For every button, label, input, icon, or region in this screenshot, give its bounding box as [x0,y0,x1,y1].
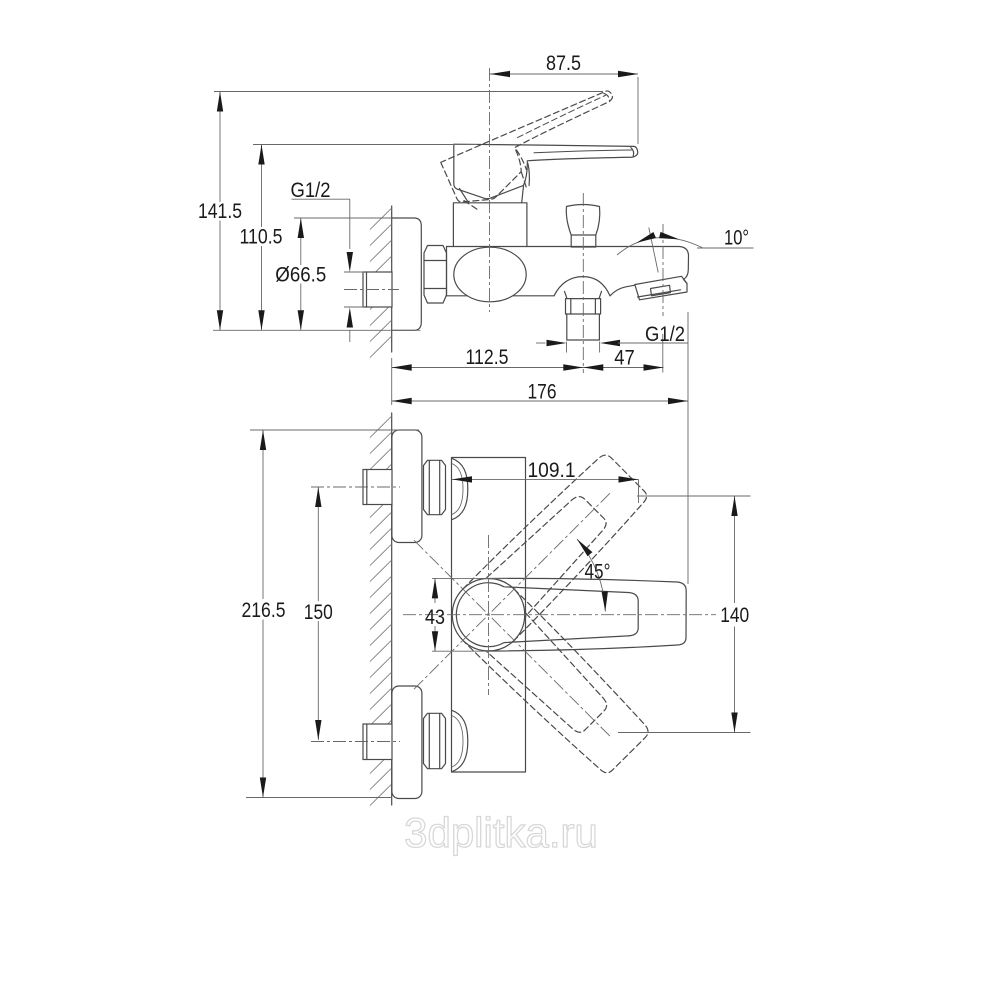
svg-text:140: 140 [720,604,749,627]
svg-text:141.5: 141.5 [198,200,242,223]
svg-text:176: 176 [528,381,557,404]
svg-text:10°: 10° [724,227,749,250]
svg-text:112.5: 112.5 [466,346,509,369]
svg-text:Ø66.5: Ø66.5 [275,264,326,287]
svg-text:43: 43 [425,606,445,629]
svg-text:216.5: 216.5 [242,599,286,622]
svg-text:G1/2: G1/2 [645,323,685,346]
svg-text:3dplitka.ru: 3dplitka.ru [404,809,598,856]
svg-text:110.5: 110.5 [240,226,283,249]
svg-text:150: 150 [304,601,333,624]
svg-text:109.1: 109.1 [528,459,576,482]
svg-text:G1/2: G1/2 [291,179,331,202]
svg-text:87.5: 87.5 [546,52,581,75]
svg-text:45°: 45° [585,561,611,584]
svg-text:47: 47 [614,347,635,370]
